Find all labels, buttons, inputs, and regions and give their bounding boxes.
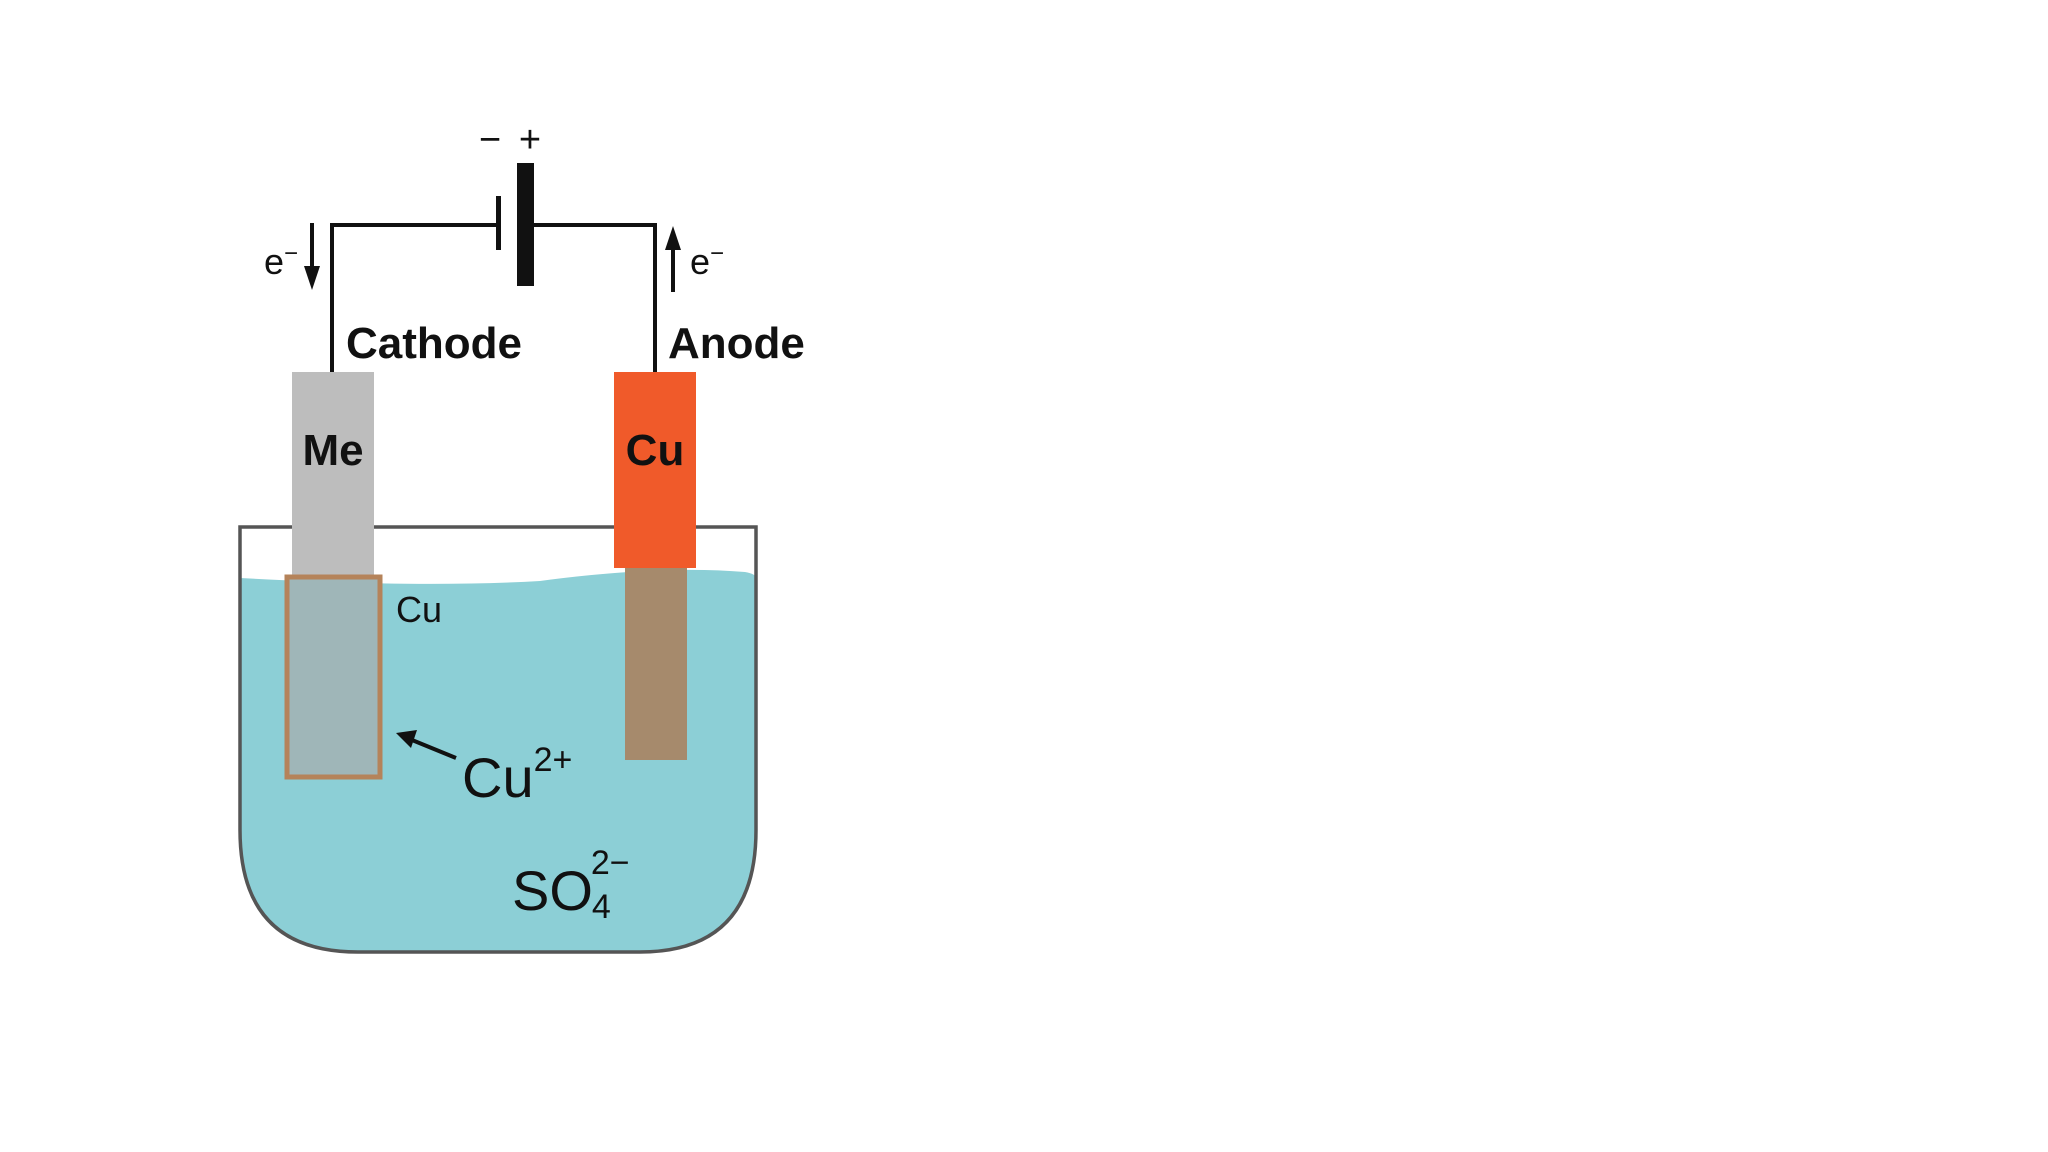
- cathode-symbol: Me: [302, 426, 363, 475]
- electron-label-left: e−: [264, 240, 298, 282]
- anode-label: Anode: [668, 319, 805, 368]
- vessel: [238, 525, 758, 954]
- electron-arrow-left-head: [304, 266, 320, 290]
- battery-negative-plate: [496, 196, 501, 250]
- cathode-electrode-submerged: [284, 574, 383, 780]
- cathode-electrode: [292, 372, 374, 577]
- copper-ion-label: Cu2+: [462, 741, 572, 809]
- electron-label-right: e−: [690, 240, 724, 282]
- anode-symbol: Cu: [626, 426, 685, 475]
- cathode-wire: [330, 223, 497, 372]
- sulfate-ion-label: SO42−: [512, 844, 630, 926]
- anode-wire: [528, 223, 657, 372]
- ion-migration-arrow-head: [396, 730, 417, 748]
- anode-electrode: [614, 372, 696, 568]
- anode-electrode-submerged: [625, 568, 687, 760]
- copper-plating-label: Cu: [396, 589, 442, 630]
- battery-positive-plate: [517, 163, 534, 286]
- battery-positive-sign: +: [519, 119, 541, 161]
- ion-migration-arrow: [411, 738, 457, 760]
- cathode-label: Cathode: [346, 319, 522, 368]
- battery-negative-sign: −: [479, 119, 501, 161]
- electron-arrow-right-head: [665, 226, 681, 250]
